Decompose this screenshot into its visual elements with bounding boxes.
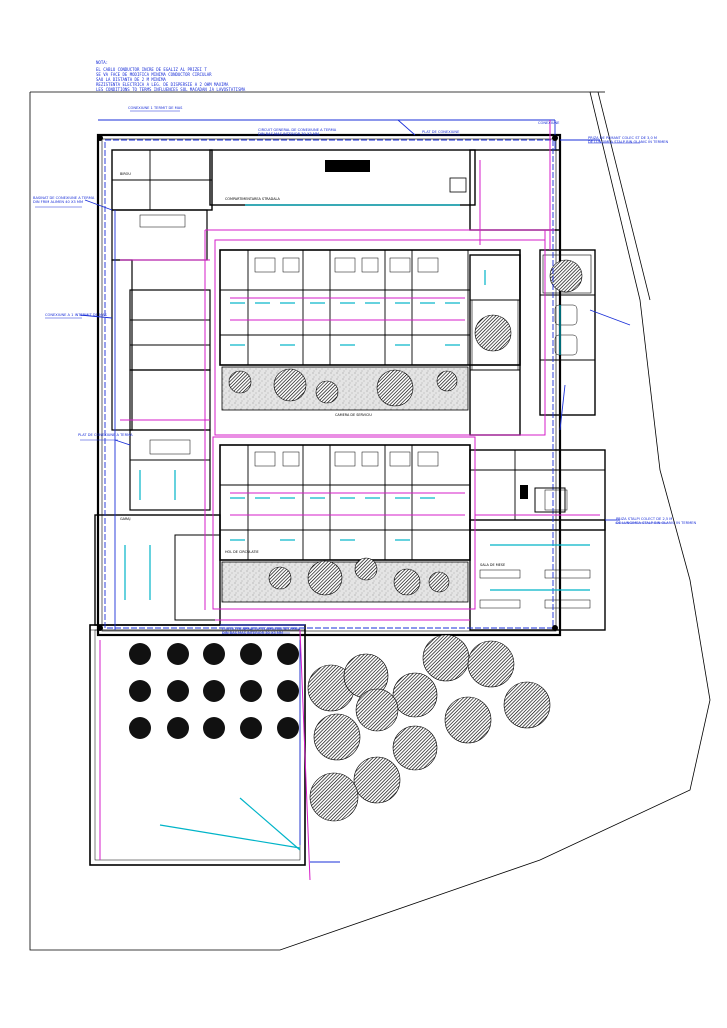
- site-boundary: [29, 91, 711, 951]
- note-line-4: REZISTENTA ELECTRICA A LEG. DE DISPERSIE…: [96, 82, 229, 87]
- courtyard-trees: [228, 259, 583, 596]
- label-left-top-collector-sub: DIN FRIM ALIMEN 40 X3 MM: [33, 200, 83, 204]
- electrical-symbols: [97, 135, 566, 631]
- label-room-office: BIROU: [120, 172, 131, 176]
- grounding-network: [79, 119, 631, 863]
- label-left-low-plate: PLAT DE CONEXIUNE A TERMA: [78, 433, 133, 437]
- label-right-low-priza-sub: DE LUNGIMEA STALP BIN OLANIC IN TERMEN: [616, 521, 696, 525]
- note-line-3: SAU LA DISTANTA DE 2 M MINIMA: [96, 77, 166, 82]
- garden-tree-grid: [129, 643, 299, 739]
- notes-title: NOTA:: [96, 60, 109, 65]
- label-bottom-circuit: CIRCUIT GENERAL DE CONEXIUNE A TERMA: [222, 627, 301, 631]
- courtyards: [221, 254, 592, 603]
- label-right-low-priza: PRIZA STALPI COLECT DE 2,5 M: [616, 517, 672, 521]
- furniture: [139, 214, 591, 609]
- label-right-top-priza: PRIZA DE PAMANT COLEC ST DE 3,0 M: [588, 136, 657, 140]
- note-line-5: LES CONDITIONS TO TERMS INFLUENCES SOL M…: [96, 87, 246, 92]
- label-top-circuit-sub: DIN BAS MAS INTERIOR 30 X3 MM: [258, 132, 319, 136]
- light-fixtures: [124, 204, 590, 851]
- label-room-garage: GARAJ: [120, 517, 131, 521]
- outdoor-trees: [307, 634, 551, 822]
- note-line-1: EL CABLU CONDUCTOR INCRE DE EGALIZ AL PR…: [96, 67, 207, 72]
- label-corridor-low: HOL DE CIRCULATIE: [225, 550, 259, 554]
- label-bottom-circuit-sub: DIN BAS MAS INTERIOR 30 X3 MM: [222, 631, 283, 635]
- label-corridor-top: COMPARTIMENTAREA STRADALA: [225, 197, 281, 201]
- label-top-circuit: CIRCUIT GENERAL DE CONEXIUNE A TERMA: [258, 128, 337, 132]
- note-line-2: SE VA FACE DE MODIFICA MINIMA CONDUCTOR …: [96, 72, 212, 77]
- label-top-right-connection: CONEXIUNE: [538, 121, 560, 125]
- label-top-plate: PLAT DE CONEXIUNE: [422, 130, 460, 134]
- label-top-left-connection: CONEXIUNE 1 TERMIT DE MAS: [128, 106, 183, 110]
- annotation-leaders: [35, 110, 668, 634]
- label-room-dining: SALA DE MESE: [480, 563, 505, 567]
- plan-labels: CONEXIUNE 1 TERMIT DE MAS CIRCUIT GENERA…: [33, 106, 696, 635]
- label-left-top-collector: BASINAT DE CONEXIUNE A TERMA: [33, 196, 95, 200]
- room-partitions: [112, 150, 605, 560]
- room-labels: COMPARTIMENTAREA STRADALA CAMERA DE SERV…: [120, 172, 505, 567]
- label-right-top-priza-sub: DE LUNGIMEA STALP BIN OLANIC IN TERMEN: [588, 140, 668, 144]
- label-corridor-mid: CAMERA DE SERVICIU: [335, 413, 372, 417]
- lighting-circuits: [99, 120, 600, 881]
- label-left-mid-connection: CONEXIUNE A 1 INTERMIT DE MAS: [45, 313, 108, 317]
